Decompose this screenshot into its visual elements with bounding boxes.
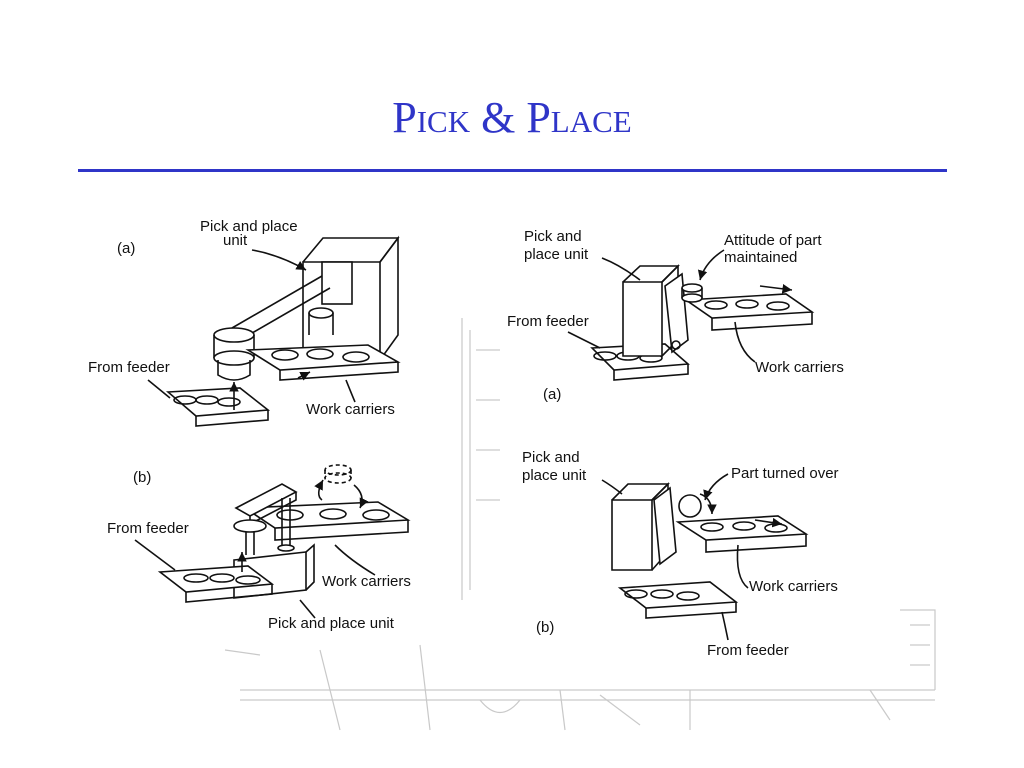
label-right-a-unit-2: place unit: [524, 246, 589, 263]
tag-right-a: (a): [543, 386, 561, 403]
title-divider: [78, 169, 947, 172]
label-left-a-feeder: From feeder: [88, 359, 170, 376]
label-left-a-unit-1: Pick and place: [200, 218, 298, 235]
tag-left-a: (a): [117, 240, 135, 257]
label-right-a-unit-1: Pick and: [524, 228, 582, 245]
tag-right-b: (b): [536, 619, 554, 636]
background-drafting-sketch: [224, 318, 936, 731]
label-right-b-carriers: Work carriers: [749, 578, 838, 595]
label-left-b-feeder: From feeder: [107, 520, 189, 537]
slide-title: Pick & Place: [392, 93, 632, 142]
label-left-a-carriers: Work carriers: [306, 401, 395, 418]
label-right-a-attitude-2: maintained: [724, 249, 797, 266]
label-left-a-unit-2: unit: [223, 232, 248, 249]
label-right-a-feeder: From feeder: [507, 313, 589, 330]
left-diagram-a: [147, 235, 401, 427]
label-right-b-turned: Part turned over: [731, 465, 839, 482]
label-left-b-unit: Pick and place unit: [268, 615, 395, 632]
left-diagram-b: [134, 464, 411, 619]
right-diagram-b: [601, 473, 809, 641]
left-diagram-a-labels: (a) Pick and place unit From feeder Work…: [88, 218, 395, 418]
label-left-b-carriers: Work carriers: [322, 573, 411, 590]
right-diagram-a: [567, 249, 815, 381]
right-diagram-b-labels: Pick and place unit Part turned over Wor…: [522, 449, 839, 659]
right-diagram-a-labels: Pick and place unit Attitude of part mai…: [507, 228, 844, 403]
label-right-b-feeder: From feeder: [707, 642, 789, 659]
left-diagram-b-labels: (b) From feeder Work carriers Pick and p…: [107, 469, 411, 632]
label-right-a-carriers: Work carriers: [755, 359, 844, 376]
label-right-a-attitude-1: Attitude of part: [724, 232, 822, 249]
label-right-b-unit-1: Pick and: [522, 449, 580, 466]
tag-left-b: (b): [133, 469, 151, 486]
label-right-b-unit-2: place unit: [522, 467, 587, 484]
